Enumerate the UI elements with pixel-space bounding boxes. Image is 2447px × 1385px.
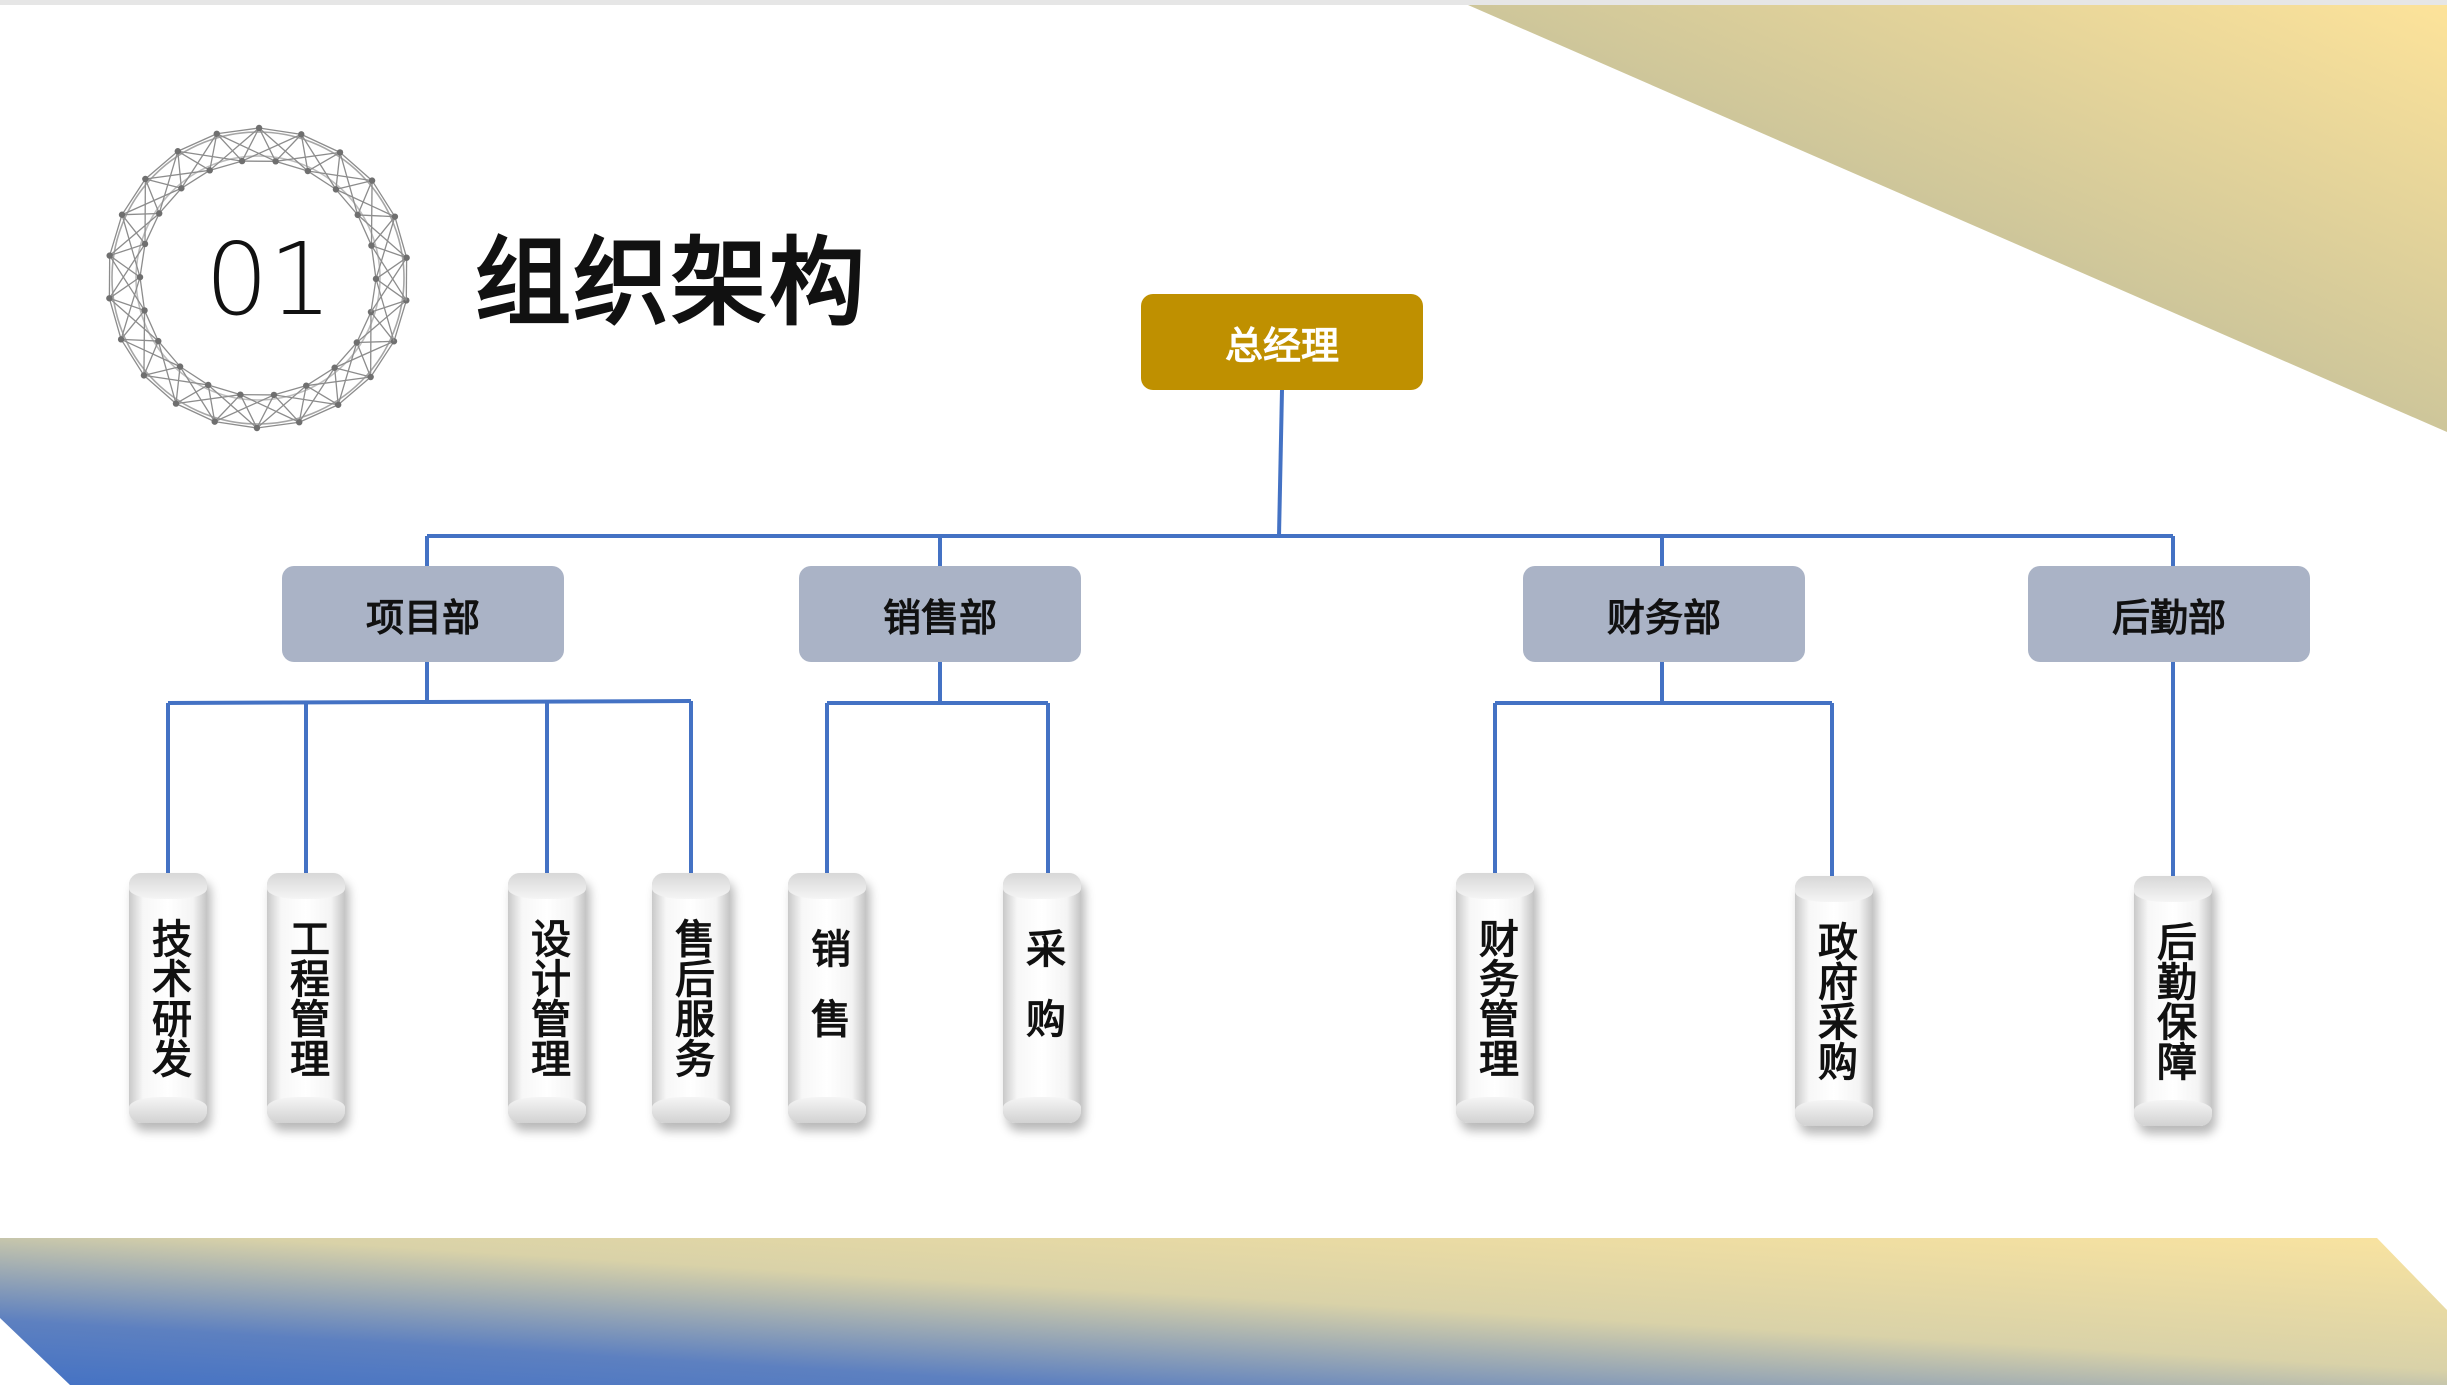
org-connectors [166,389,2175,876]
unit-box: 政府采购 [1795,876,1873,1126]
unit-box: 售后服务 [652,873,730,1123]
unit-label: 设计管理 [524,918,570,1078]
dept-box-sales: 销售部 [799,566,1081,662]
unit-label: 政府采购 [1811,921,1857,1081]
unit-label: 销售 [804,928,850,1068]
top-right-accent [1468,5,2447,432]
unit-label: 后勤保障 [2150,921,2196,1081]
dept-label: 销售部 [882,595,997,640]
dept-label: 项目部 [365,595,480,640]
dept-box-finance: 财务部 [1523,566,1805,662]
unit-box: 后勤保障 [2134,876,2212,1126]
unit-box: 财务管理 [1456,873,1534,1123]
unit-box: 销售 [788,873,866,1123]
top-border [0,0,2447,5]
unit-label: 技术研发 [145,918,191,1078]
dept-box-logistics: 后勤部 [2028,566,2310,662]
network-circle-icon [106,124,410,432]
org-root-label: 总经理 [1224,323,1339,368]
section-number: 01 [205,221,333,338]
dept-box-project: 项目部 [282,566,564,662]
unit-label: 财务管理 [1472,918,1518,1078]
unit-label: 工程管理 [283,918,329,1078]
unit-box: 设计管理 [508,873,586,1123]
page-title: 组织架构 [475,227,867,339]
unit-box: 采购 [1003,873,1081,1123]
dept-label: 财务部 [1606,595,1721,640]
org-root-box: 总经理 [1141,294,1423,390]
unit-label: 采购 [1019,928,1065,1068]
unit-label: 售后服务 [668,918,714,1078]
unit-box: 技术研发 [129,873,207,1123]
bottom-accent-band [0,1238,2447,1385]
unit-box: 工程管理 [267,873,345,1123]
dept-label: 后勤部 [2111,595,2226,640]
